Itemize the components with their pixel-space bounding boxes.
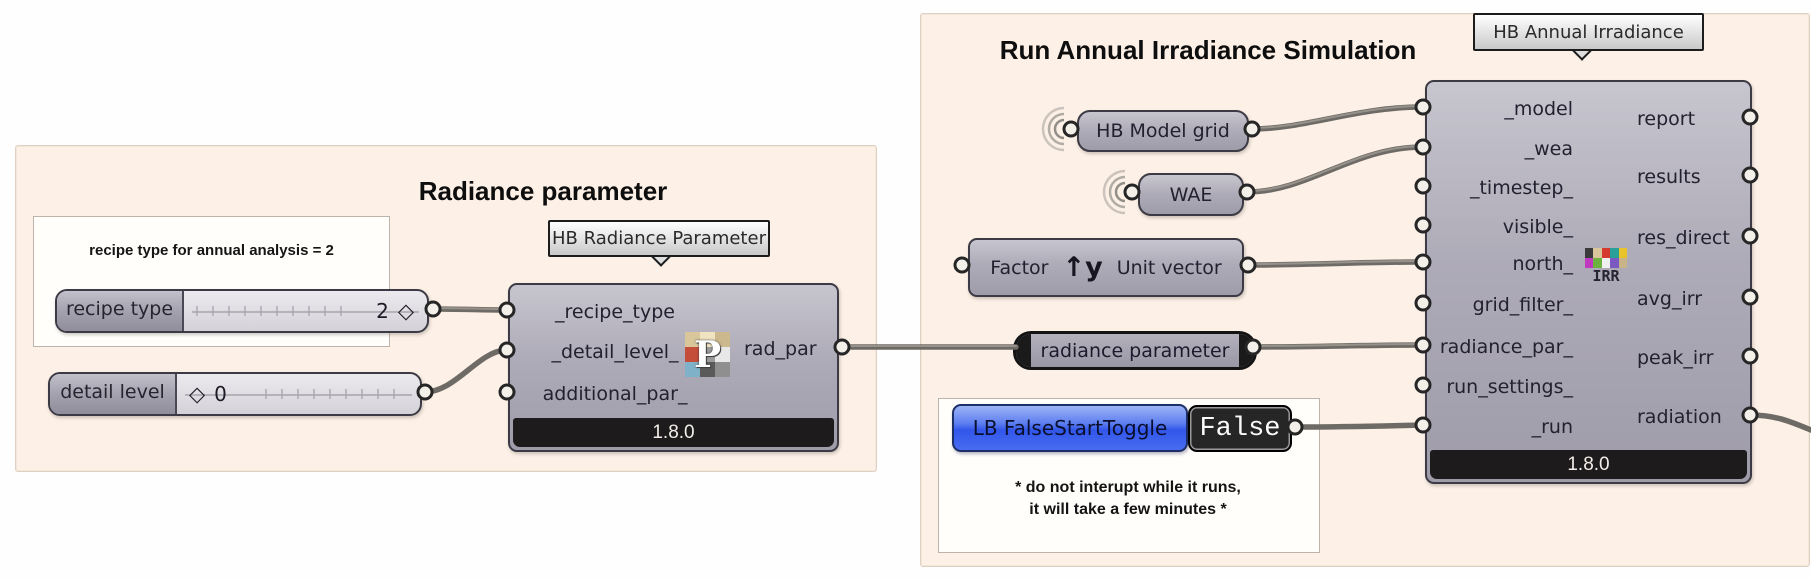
slider-recipe-type[interactable]: recipe type 2 ◇ bbox=[55, 289, 429, 333]
port-input-wea[interactable]: _wea bbox=[1524, 138, 1573, 160]
tooltip-hb-annual-irradiance: HB Annual Irradiance bbox=[1473, 13, 1704, 51]
slider-detail-level-knob[interactable]: ◇ bbox=[189, 382, 206, 406]
port-output-peak-irr[interactable]: peak_irr bbox=[1637, 347, 1714, 369]
port-input-north[interactable]: north_ bbox=[1512, 253, 1573, 275]
port-input-grid-filter[interactable]: grid_filter_ bbox=[1472, 294, 1573, 316]
port-input-run-settings[interactable]: run_settings_ bbox=[1446, 376, 1573, 398]
slider-detail-level[interactable]: detail level ◇ 0 bbox=[48, 372, 422, 416]
port-input-model[interactable]: _model bbox=[1504, 98, 1573, 120]
irr-icon: IRR bbox=[1582, 248, 1630, 284]
port-input-run[interactable]: _run bbox=[1531, 416, 1573, 438]
port-output-report[interactable]: report bbox=[1637, 108, 1696, 130]
slider-recipe-type-label[interactable]: recipe type bbox=[57, 291, 184, 331]
port-input-detail-level[interactable]: _detail_level_ bbox=[551, 341, 679, 363]
slider-recipe-type-knob[interactable]: ◇ bbox=[397, 299, 414, 323]
port-output-rad-par[interactable]: rad_par bbox=[744, 338, 817, 360]
unit-y-icon: ↑y bbox=[1062, 252, 1103, 283]
relay-wae[interactable]: WAE bbox=[1138, 173, 1244, 216]
unit-vector-output-label[interactable]: Unit vector bbox=[1116, 256, 1222, 279]
run-warning-note: * do not interupt while it runs, it will… bbox=[1015, 479, 1241, 518]
slider-ticks bbox=[265, 389, 406, 399]
data-capsule-radiance-parameter[interactable]: radiance parameter bbox=[1013, 331, 1257, 370]
slider-ticks bbox=[196, 306, 349, 316]
port-input-recipe-type[interactable]: _recipe_type bbox=[554, 301, 675, 323]
port-input-additional-par[interactable]: additional_par_ bbox=[542, 383, 688, 405]
group-title-simulation: Run Annual Irradiance Simulation bbox=[999, 35, 1417, 65]
component-unit-y-vector[interactable]: Factor ↑y Unit vector bbox=[968, 238, 1244, 297]
port-input-visible[interactable]: visible_ bbox=[1502, 216, 1573, 238]
version-bar: 1.8.0 bbox=[513, 418, 834, 447]
port-output-res-direct[interactable]: res_direct bbox=[1637, 227, 1730, 249]
slider-recipe-type-track[interactable]: 2 ◇ bbox=[184, 291, 427, 331]
note-panel-recipe-text: recipe type for annual analysis = 2 bbox=[89, 242, 334, 259]
port-input-timestep[interactable]: _timestep_ bbox=[1469, 177, 1573, 199]
relay-hb-model-grid[interactable]: HB Model grid bbox=[1077, 110, 1249, 152]
port-input-radiance-par[interactable]: radiance_par_ bbox=[1439, 336, 1573, 358]
component-hb-annual-irradiance[interactable]: _model _wea _timestep_ visible_ north_ g… bbox=[1425, 80, 1752, 484]
radiance-parameter-icon: P bbox=[685, 332, 730, 377]
slider-detail-level-label[interactable]: detail level bbox=[50, 374, 177, 414]
slider-detail-level-track[interactable]: ◇ 0 bbox=[177, 374, 420, 414]
version-bar: 1.8.0 bbox=[1430, 450, 1747, 479]
port-output-avg-irr[interactable]: avg_irr bbox=[1637, 288, 1703, 310]
port-output-radiation[interactable]: radiation bbox=[1637, 406, 1722, 428]
unit-vector-factor-label[interactable]: Factor bbox=[990, 256, 1049, 279]
port-output-results[interactable]: results bbox=[1637, 166, 1701, 188]
component-hb-radiance-parameter[interactable]: _recipe_type _detail_level_ additional_p… bbox=[508, 283, 839, 452]
group-title-radiance: Radiance parameter bbox=[418, 176, 668, 206]
lb-false-start-toggle[interactable]: LB FalseStartToggle bbox=[952, 404, 1188, 452]
slider-recipe-type-value: 2 bbox=[376, 299, 389, 323]
slider-detail-level-value: 0 bbox=[214, 382, 227, 406]
tooltip-hb-radiance-parameter: HB Radiance Parameter bbox=[548, 220, 770, 257]
toggle-value-false[interactable]: False bbox=[1188, 405, 1292, 452]
